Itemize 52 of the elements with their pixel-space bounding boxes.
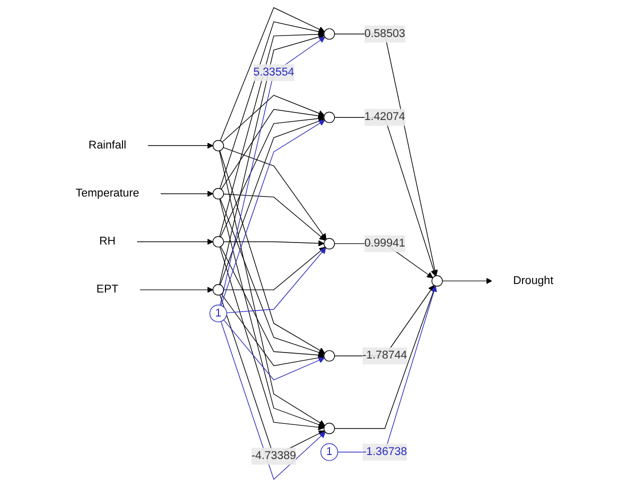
node-circle <box>212 188 224 200</box>
node-circle <box>324 350 335 362</box>
arrow <box>222 147 326 240</box>
arrow <box>139 286 214 293</box>
arrow <box>223 320 325 380</box>
node-circle <box>212 284 224 296</box>
node-text: Rainfall <box>88 139 126 152</box>
edge-label: -4.73389 <box>251 450 296 462</box>
arrow <box>147 142 214 149</box>
node-circle <box>324 28 335 40</box>
arrow <box>160 190 214 197</box>
arrow <box>136 238 214 245</box>
edge-label: 5.33554 <box>253 66 294 78</box>
node-text: Temperature <box>76 187 140 200</box>
arrow <box>219 198 325 428</box>
node-circle: 1 <box>320 443 338 461</box>
arrow <box>220 7 325 142</box>
edge-label: 1.42074 <box>364 111 406 124</box>
node-circle: 1 <box>209 304 228 322</box>
edge-label: 0.99941 <box>364 237 406 250</box>
arrow <box>222 94 325 142</box>
node-circle <box>212 236 224 248</box>
edge-label: 0.58503 <box>364 28 406 40</box>
arrow <box>220 198 325 356</box>
node-circle <box>431 275 443 287</box>
arrow <box>442 278 492 284</box>
node-circle <box>324 112 335 124</box>
arrow <box>220 21 324 190</box>
node-circle <box>212 140 224 152</box>
arrow <box>220 321 326 480</box>
arrow <box>337 286 437 452</box>
arrow <box>223 246 326 290</box>
edge-label: -1.78744 <box>362 350 408 362</box>
arrow <box>334 117 437 276</box>
node-text: RH <box>99 235 116 248</box>
arrow <box>223 240 324 246</box>
arrow <box>219 150 326 426</box>
node-circle <box>324 238 335 250</box>
node-circle <box>324 422 335 434</box>
arrow <box>223 194 326 241</box>
arrow <box>220 109 324 190</box>
arrow <box>226 247 326 314</box>
arrow <box>221 294 324 366</box>
arrow <box>220 246 324 358</box>
node-text: EPT <box>96 283 118 296</box>
node-text: Drought <box>513 274 554 287</box>
arrow <box>219 246 324 430</box>
edge-label: -1.36738 <box>362 446 408 458</box>
arrow <box>219 31 324 237</box>
arrow <box>334 34 438 276</box>
arrow <box>220 116 324 238</box>
arrow <box>220 150 325 354</box>
